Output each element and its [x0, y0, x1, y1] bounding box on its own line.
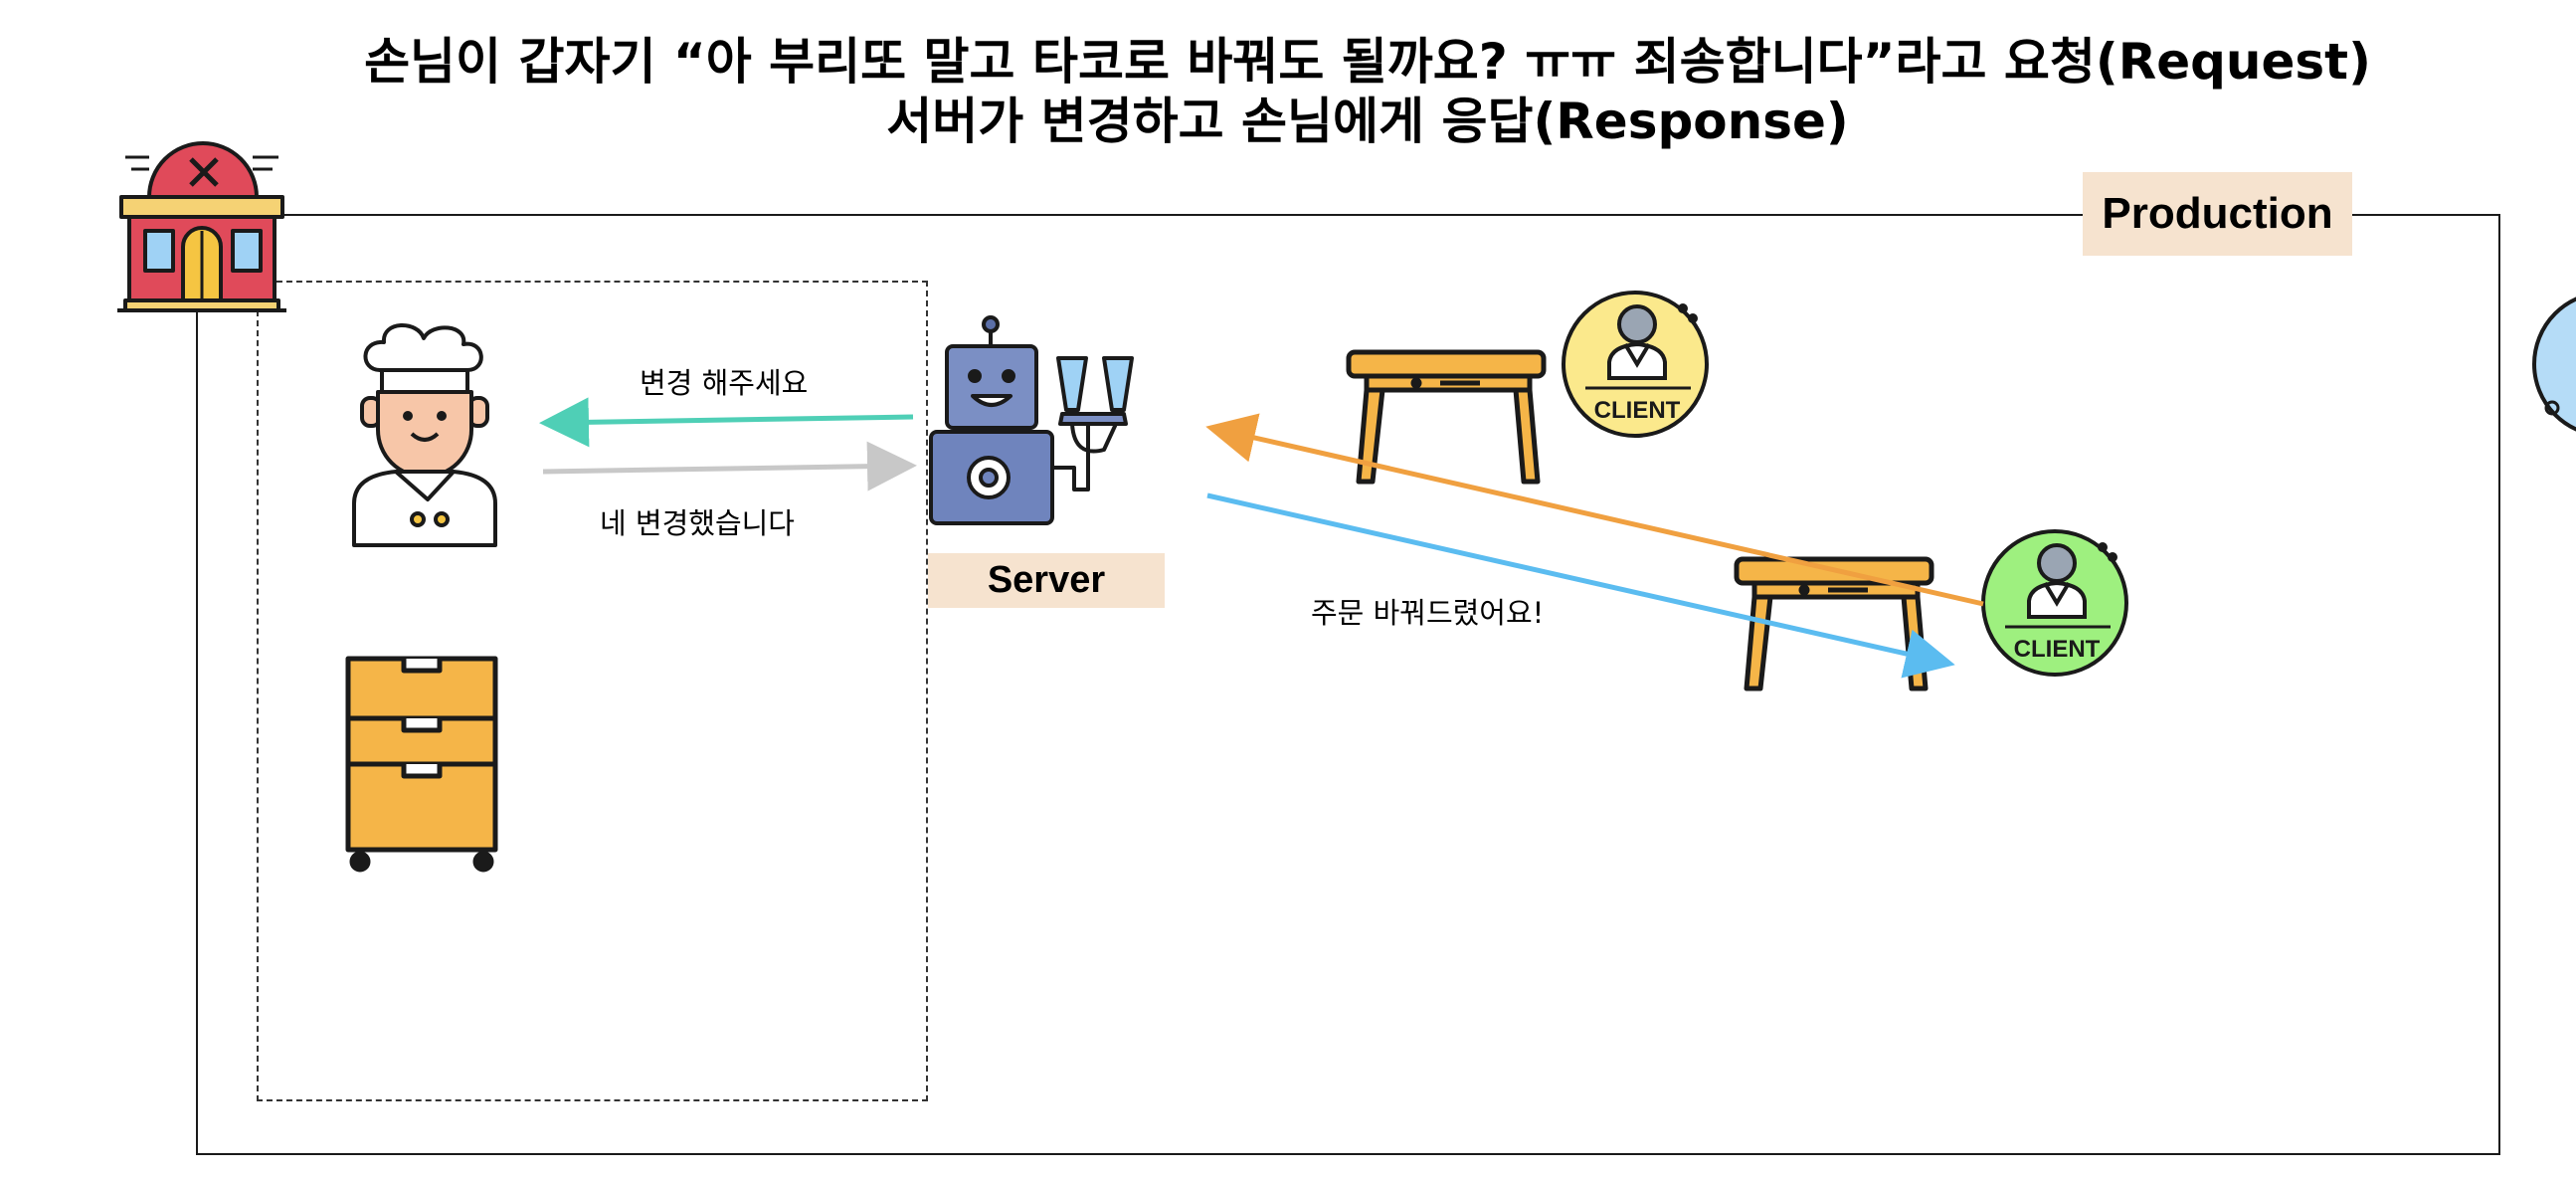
restaurant-icon: [117, 141, 286, 312]
production-label: Production: [2083, 172, 2352, 256]
arrow-chef-to-server: [542, 441, 917, 491]
message-chef-to-server: 네 변경했습니다: [600, 506, 795, 540]
arrow-server-to-client: [1206, 492, 1955, 679]
server-label: Server: [928, 553, 1165, 608]
arrow-client-to-server: [1205, 413, 1984, 607]
robot-server-icon: [929, 315, 1134, 525]
client-badge-label: CLIENT: [1594, 397, 1681, 424]
diagram-title-line-2: 서버가 변경하고 손님에게 응답(Response): [886, 93, 1849, 150]
chef-icon: [352, 323, 497, 547]
kitchen-zone: [257, 281, 928, 1101]
client-badge-label: CLIENT: [2014, 636, 2101, 663]
arrow-server-to-chef: [539, 397, 914, 448]
diagram-title-line-1: 손님이 갑자기 “아 부리또 말고 타코로 바꿔도 될까요? ㅠㅠ 죄송합니다”…: [364, 33, 2371, 91]
message-server-to-client: 주문 바꿔드렸어요!: [1311, 596, 1545, 630]
table-icon: [1346, 349, 1547, 485]
client-icon: [1562, 291, 1709, 438]
message-server-to-chef: 변경 해주세요: [640, 366, 809, 400]
client-icon: [2532, 296, 2576, 432]
cabinet-icon: [345, 656, 498, 873]
production-frame: [196, 214, 2500, 1155]
